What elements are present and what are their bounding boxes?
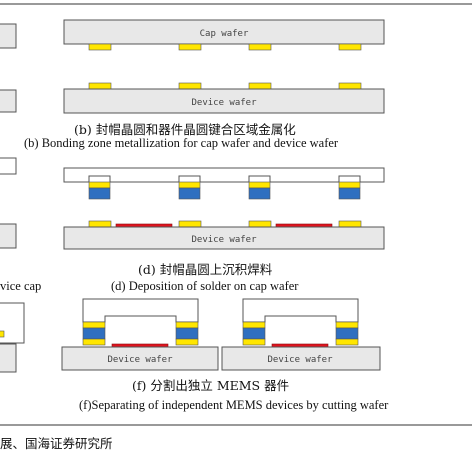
device-wafer-d xyxy=(63,226,385,250)
mems-device-right xyxy=(221,298,381,371)
caption-d-en: (d) Deposition of solder on cap wafer xyxy=(111,279,299,293)
metal-pad xyxy=(248,220,272,228)
caption-b-cn: (b) 封帽晶圆和器件晶圆键合区域金属化 xyxy=(74,122,296,137)
cap-wafer-b-label: Cap wafer xyxy=(200,29,249,39)
metal-pad xyxy=(88,82,112,90)
caption-f-en: (f)Separating of independent MEMS device… xyxy=(79,398,389,412)
partial-yellow-pad xyxy=(0,330,5,338)
partial-wafer xyxy=(0,23,17,49)
mems-device-left xyxy=(61,298,219,371)
metal-pad xyxy=(248,43,272,51)
cap-wafer-b xyxy=(63,19,385,45)
caption-f-cn: (f) 分割出独立 MEMS 器件 xyxy=(132,378,290,393)
source-note: 展、国海证券研究所 xyxy=(0,436,113,451)
metal-pad xyxy=(338,43,362,51)
solder-stack xyxy=(248,181,271,200)
solder-stack xyxy=(338,181,361,200)
device-wafer-b-label: Device wafer xyxy=(191,98,257,108)
metal-pad xyxy=(248,82,272,90)
caption-b-en: (b) Bonding zone metallization for cap w… xyxy=(24,136,339,150)
solder-stack xyxy=(178,181,201,200)
metal-pad xyxy=(178,43,202,51)
partial-wafer xyxy=(0,89,17,113)
solder-stack xyxy=(88,181,111,200)
device-wafer-d-label: Device wafer xyxy=(191,235,257,245)
metal-pad xyxy=(178,82,202,90)
device-wafer-b xyxy=(63,88,385,114)
metal-pad xyxy=(338,220,362,228)
metal-pad xyxy=(338,82,362,90)
caption-d-cn: (d) 封帽晶圆上沉积焊料 xyxy=(138,262,273,277)
metal-pad xyxy=(88,220,112,228)
partial-wafer xyxy=(0,343,17,373)
metal-pad xyxy=(178,220,202,228)
metal-pad xyxy=(88,43,112,51)
partial-wafer xyxy=(0,223,17,249)
device-wafer-f-right-label: Device wafer xyxy=(267,355,333,365)
partial-wafer xyxy=(0,157,17,175)
device-wafer-f-left-label: Device wafer xyxy=(107,355,173,365)
cap-wafer-d xyxy=(63,167,385,183)
caption-left-partial: vice cap xyxy=(0,279,42,293)
